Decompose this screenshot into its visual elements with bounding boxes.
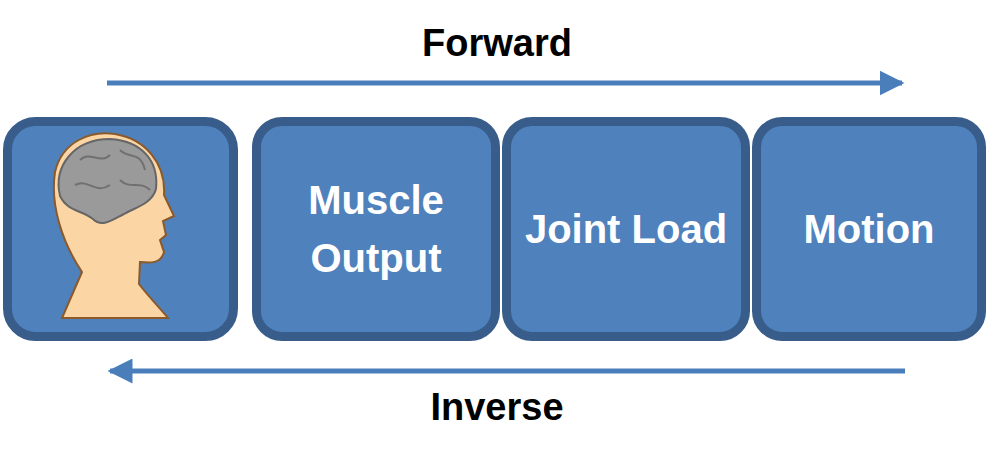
- brain: [59, 139, 157, 223]
- head-silhouette: [54, 133, 174, 318]
- process-box: Joint Load: [502, 117, 750, 341]
- forward-arrow: [107, 81, 902, 86]
- head-box: [8, 122, 234, 337]
- inverse-arrow: [110, 369, 905, 374]
- box-label: Joint Load: [515, 200, 737, 258]
- process-box: Motion: [752, 117, 986, 341]
- brain-folds: [75, 150, 150, 190]
- direction-label: Inverse: [430, 386, 563, 429]
- box-label: Muscle Output: [261, 171, 491, 287]
- direction-label: Forward: [422, 22, 572, 65]
- process-box: Muscle Output: [252, 117, 500, 341]
- box-label: Motion: [793, 200, 944, 258]
